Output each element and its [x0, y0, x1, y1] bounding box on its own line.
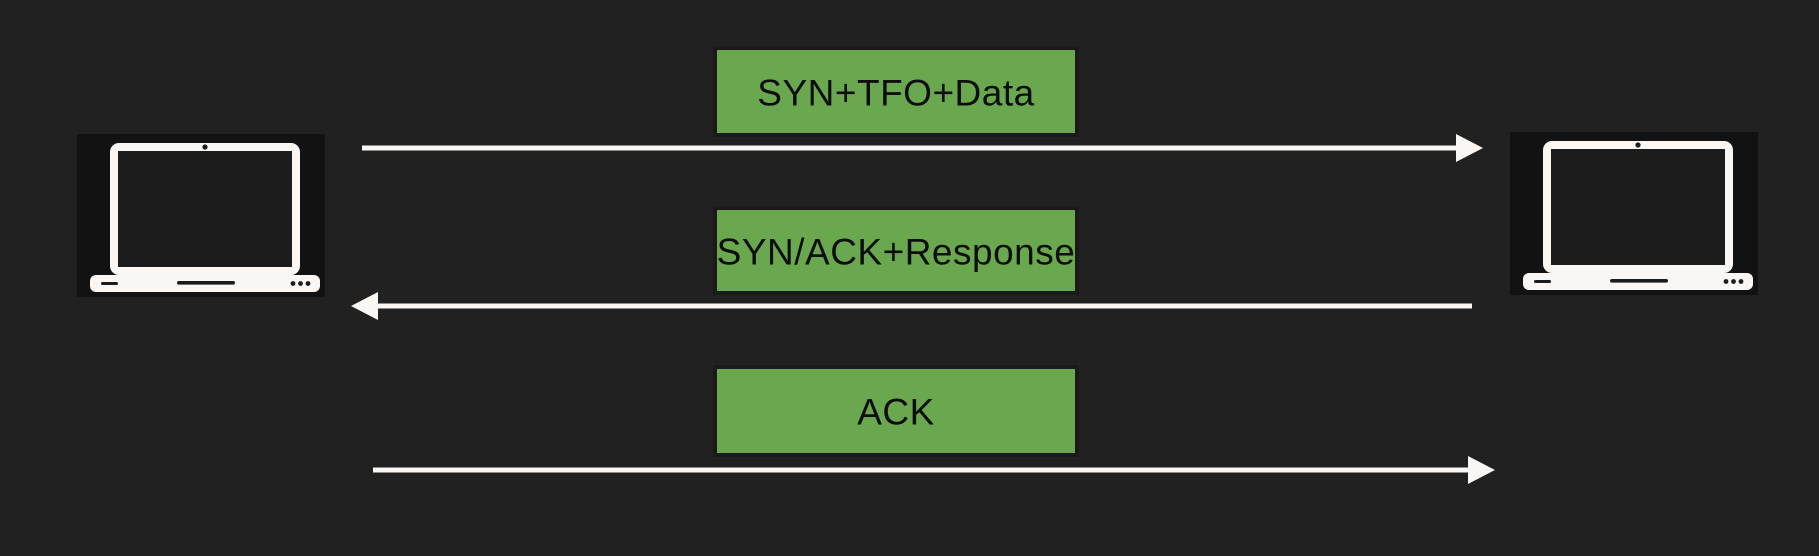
status-dot: [290, 281, 296, 286]
trackpad-slot: [1610, 279, 1668, 283]
server-laptop-node: [1510, 132, 1758, 295]
status-dot: [1723, 279, 1729, 284]
arrowhead-right-icon: [1456, 134, 1483, 162]
arrow-ack-right: [373, 456, 1495, 484]
status-dot: [1731, 279, 1736, 284]
camera-dot-icon: [1635, 142, 1641, 148]
arrowhead-left-icon: [351, 292, 378, 320]
message-box: [713, 365, 1079, 457]
status-dot: [305, 281, 311, 286]
message-label: ACK: [857, 392, 935, 433]
laptop-icon: [90, 143, 320, 292]
base-dash: [101, 282, 118, 285]
laptop-screen: [118, 151, 292, 267]
arrow-synack-left: [351, 292, 1472, 320]
message-box: [713, 206, 1079, 295]
laptop-screen: [1551, 149, 1725, 265]
base-dash: [1534, 280, 1551, 283]
message-label: SYN+TFO+Data: [757, 73, 1034, 114]
laptop-icon: [1523, 141, 1753, 290]
trackpad-slot: [177, 281, 235, 285]
arrowhead-right-icon: [1468, 456, 1495, 484]
status-dot: [1738, 279, 1744, 284]
arrow-syn-right: [362, 134, 1483, 162]
client-laptop-node: [77, 134, 325, 297]
message-box: [713, 46, 1079, 137]
camera-dot-icon: [202, 144, 208, 150]
message-box-ack: ACK: [713, 365, 1079, 457]
message-box-syn-tfo-data: SYN+TFO+Data: [713, 46, 1079, 137]
status-dot: [298, 281, 303, 286]
message-label: SYN/ACK+Response: [717, 232, 1076, 273]
message-box-synack-response: SYN/ACK+Response: [713, 206, 1079, 295]
